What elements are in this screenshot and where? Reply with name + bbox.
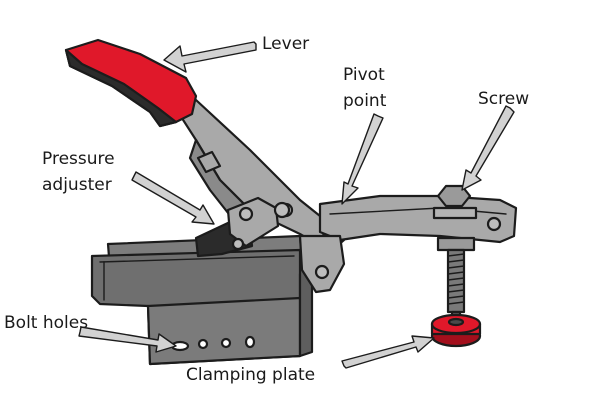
clamping-plate bbox=[430, 313, 482, 348]
label-lever: Lever bbox=[262, 34, 309, 54]
pivot-arrow bbox=[341, 113, 384, 205]
callout-arrows bbox=[78, 41, 515, 369]
label-pivot-line1: Pivot bbox=[343, 65, 385, 85]
label-clamping-plate: Clamping plate bbox=[186, 365, 315, 385]
screw-arrow bbox=[461, 105, 515, 191]
label-pressure-line1: Pressure bbox=[42, 149, 115, 169]
label-pivot-line2: point bbox=[343, 91, 387, 111]
labels: Lever Pivot point Screw Pressure adjuste… bbox=[4, 34, 529, 385]
pressure-adjuster bbox=[194, 150, 280, 258]
lever-grip bbox=[64, 38, 198, 128]
bolt-holes bbox=[170, 335, 256, 352]
lever-arrow bbox=[163, 41, 257, 73]
label-pressure-line2: adjuster bbox=[42, 175, 112, 195]
label-screw: Screw bbox=[478, 89, 529, 109]
screw bbox=[432, 184, 478, 324]
clamping-plate-arrow bbox=[341, 335, 435, 369]
pressure-adjuster-arrow bbox=[131, 171, 215, 225]
label-bolt-holes: Bolt holes bbox=[4, 313, 88, 333]
bolt-holes-arrow bbox=[78, 326, 177, 353]
